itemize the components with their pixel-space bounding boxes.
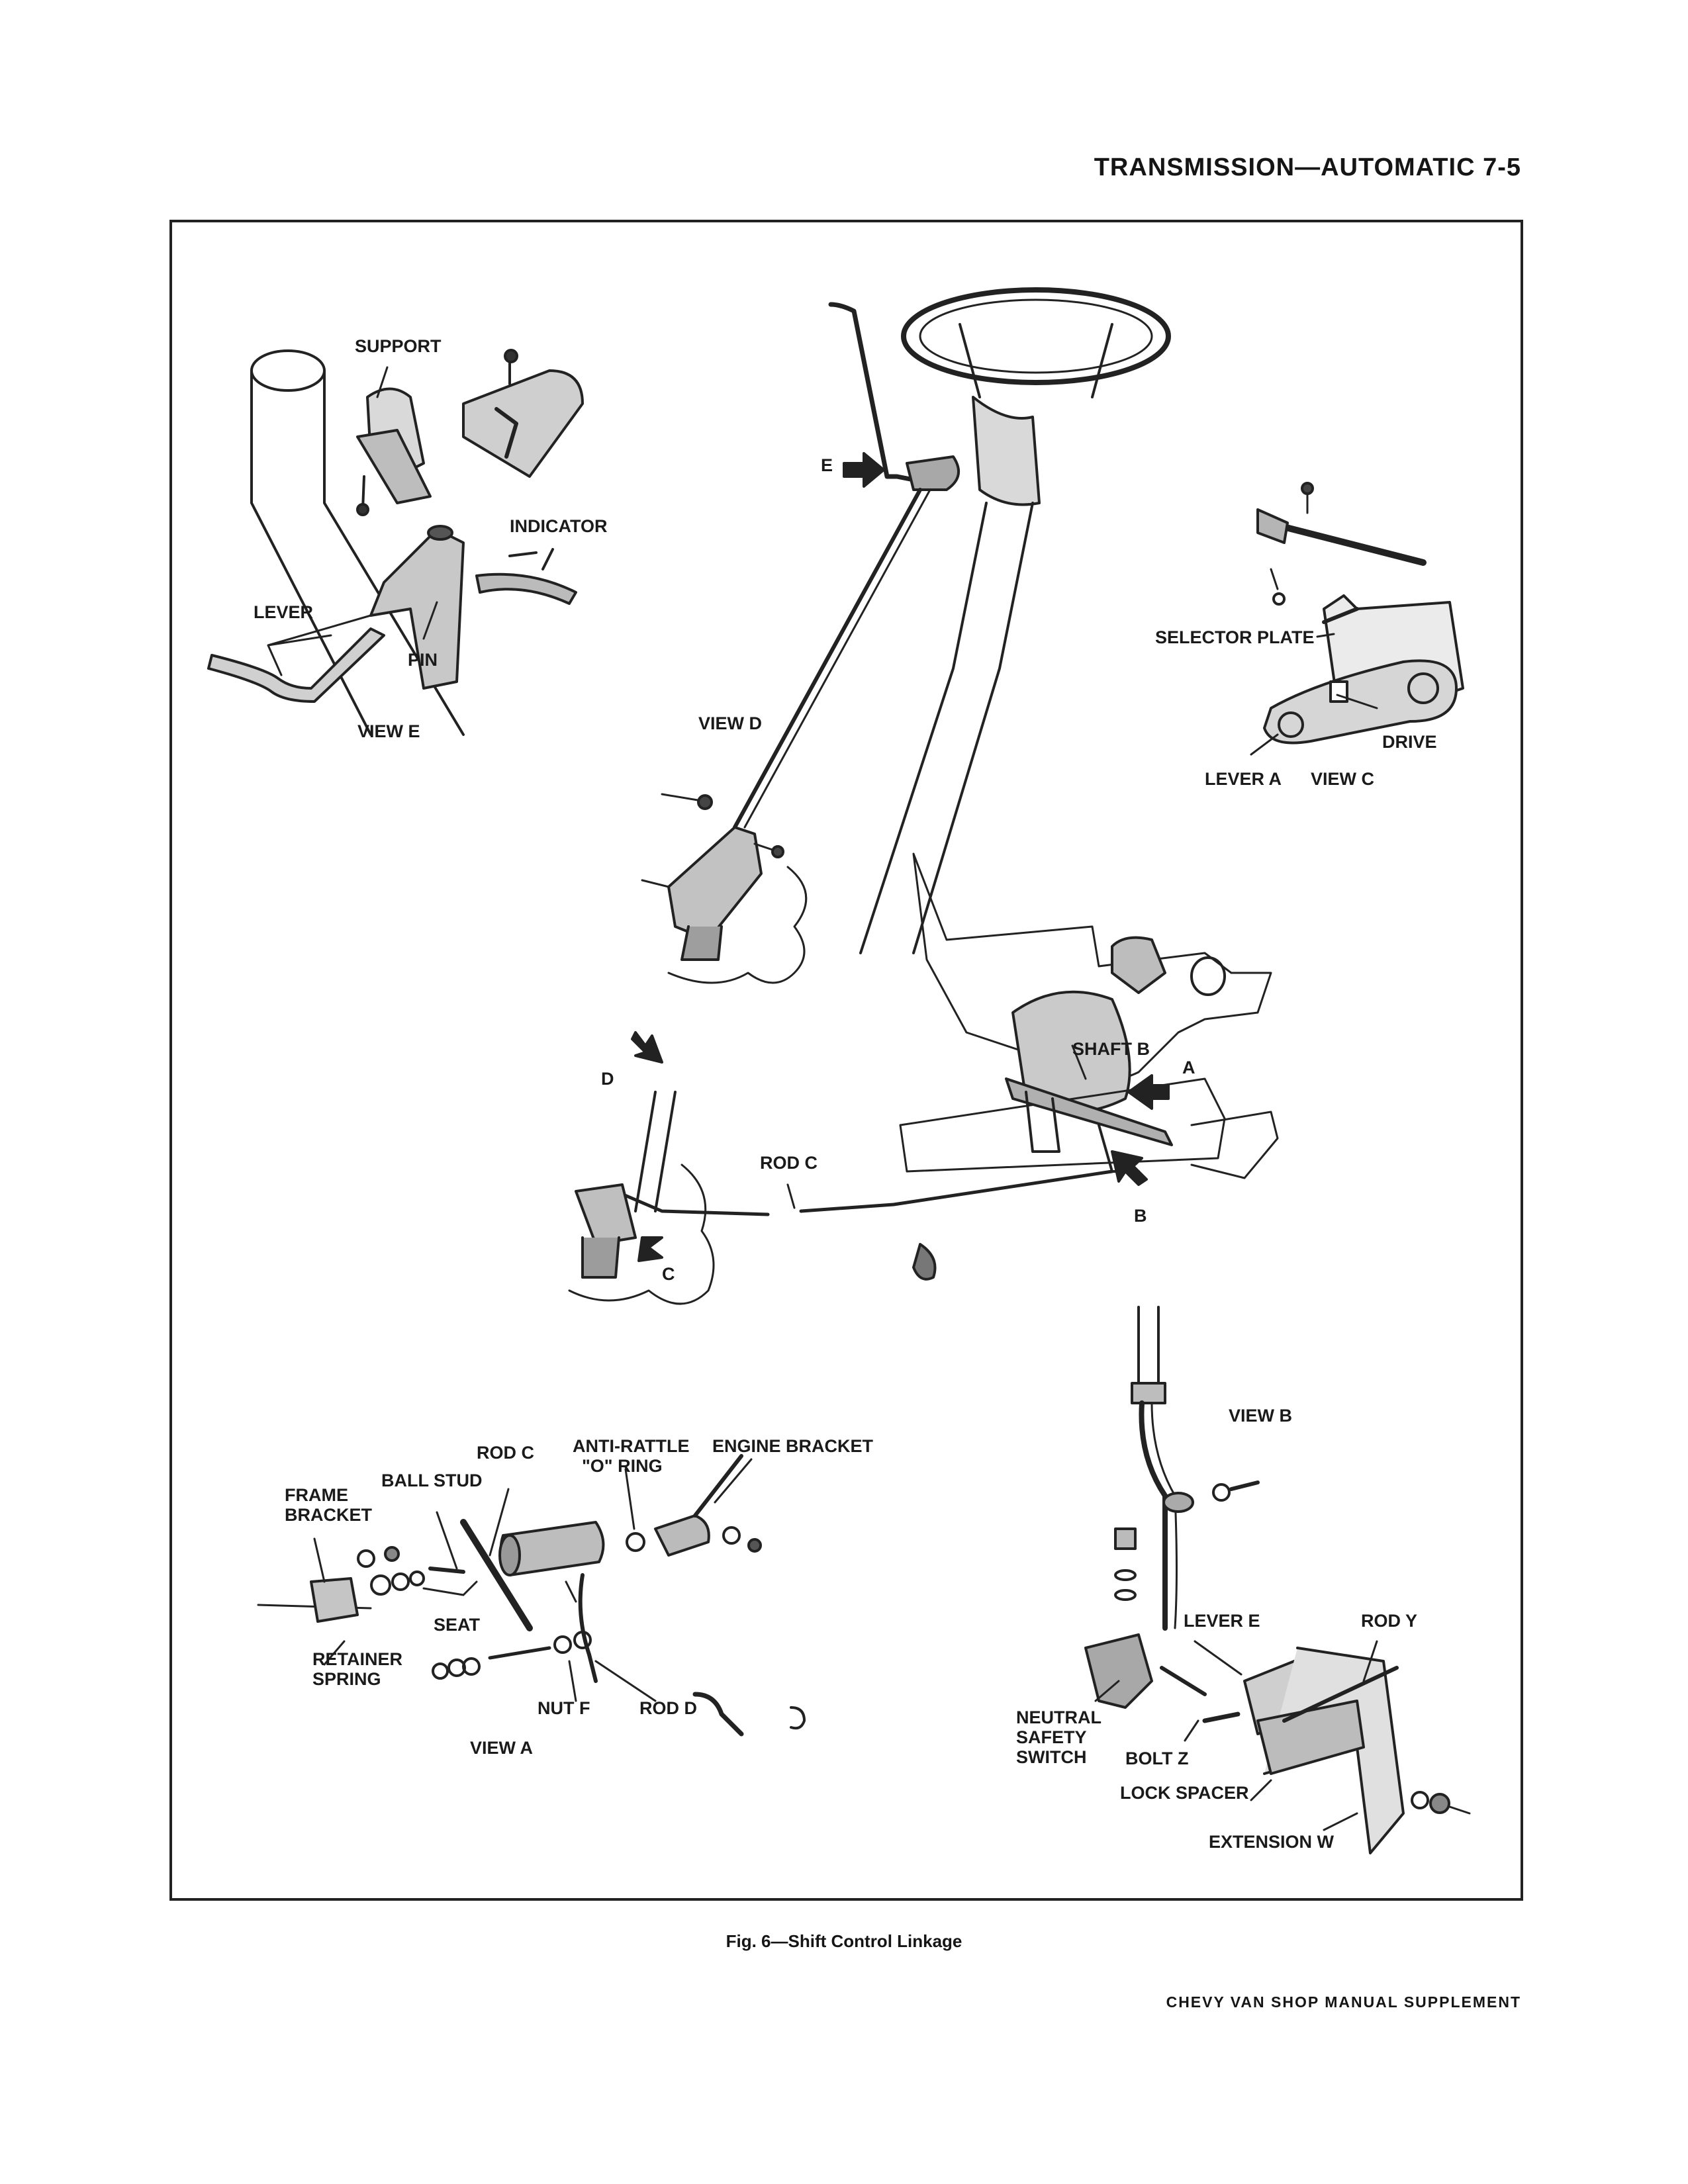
label-drive: DRIVE xyxy=(1382,732,1437,752)
label-lock-spacer: LOCK SPACER xyxy=(1120,1783,1249,1803)
label-shaft-b: SHAFT B xyxy=(1072,1039,1150,1059)
view-c-drawing xyxy=(1250,482,1464,756)
main-linkage-drawing xyxy=(568,852,1279,1305)
label-neutral-line1: NEUTRAL xyxy=(1016,1707,1102,1727)
label-frame-bracket: FRAME BRACKET xyxy=(285,1485,372,1525)
label-retainer-line2: SPRING xyxy=(312,1669,381,1690)
label-arrow-a: A xyxy=(1182,1058,1196,1077)
label-arrow-d: D xyxy=(601,1069,614,1089)
page-footer: CHEVY VAN SHOP MANUAL SUPPLEMENT xyxy=(1166,1993,1521,2011)
label-arrow-c: C xyxy=(662,1264,675,1284)
label-extension-w: EXTENSION W xyxy=(1209,1832,1335,1852)
label-retainer-spring: RETAINER SPRING xyxy=(312,1649,402,1689)
label-rod-d: ROD D xyxy=(639,1698,697,1718)
view-b-drawing xyxy=(1084,1306,1471,1854)
label-lever: LEVER xyxy=(254,602,314,622)
label-bolt-z: BOLT Z xyxy=(1125,1749,1189,1768)
figure-caption: Fig. 6—Shift Control Linkage xyxy=(726,1931,962,1951)
label-rod-y: ROD Y xyxy=(1361,1611,1418,1631)
label-neutral-line3: SWITCH xyxy=(1016,1747,1087,1768)
view-d-drawing xyxy=(641,287,1171,984)
label-neutral-line2: SAFETY xyxy=(1016,1727,1087,1748)
page-header: TRANSMISSION—AUTOMATIC 7-5 xyxy=(1094,154,1521,181)
label-frame-line2: BRACKET xyxy=(285,1505,372,1525)
label-nut-f: NUT F xyxy=(538,1698,590,1718)
label-arrow-b: B xyxy=(1134,1206,1147,1226)
label-rod-c: ROD C xyxy=(760,1153,818,1173)
label-lever-a: LEVER A xyxy=(1205,769,1282,789)
label-rod-c-view-a: ROD C xyxy=(477,1443,534,1463)
label-engine-bracket: ENGINE BRACKET xyxy=(712,1436,874,1456)
label-support: SUPPORT xyxy=(355,336,442,356)
label-seat: SEAT xyxy=(434,1615,481,1635)
label-indicator: INDICATOR xyxy=(510,516,608,536)
label-view-e: VIEW E xyxy=(357,721,420,741)
label-frame-line1: FRAME xyxy=(285,1485,348,1505)
label-view-b: VIEW B xyxy=(1229,1406,1293,1426)
label-ball-stud: BALL STUD xyxy=(381,1471,483,1490)
label-view-d: VIEW D xyxy=(698,713,763,733)
view-e-drawing xyxy=(207,349,584,736)
label-pin: PIN xyxy=(408,650,438,670)
label-anti-rattle-ring: ANTI-RATTLE "O" RING xyxy=(573,1436,689,1476)
label-arrow-e: E xyxy=(821,455,833,475)
label-anti-rattle-line1: ANTI-RATTLE xyxy=(573,1436,690,1456)
label-retainer-line1: RETAINER xyxy=(312,1649,403,1669)
figure-frame xyxy=(169,220,1523,1901)
label-selector-plate: SELECTOR PLATE xyxy=(1155,627,1315,647)
label-lever-e: LEVER E xyxy=(1184,1611,1260,1631)
label-anti-rattle-line2: "O" RING xyxy=(582,1456,663,1477)
view-a-drawing xyxy=(257,1454,806,1737)
label-view-c: VIEW C xyxy=(1311,769,1375,789)
label-neutral-safety-switch: NEUTRAL SAFETY SWITCH xyxy=(1016,1707,1102,1768)
label-view-a: VIEW A xyxy=(470,1738,534,1758)
